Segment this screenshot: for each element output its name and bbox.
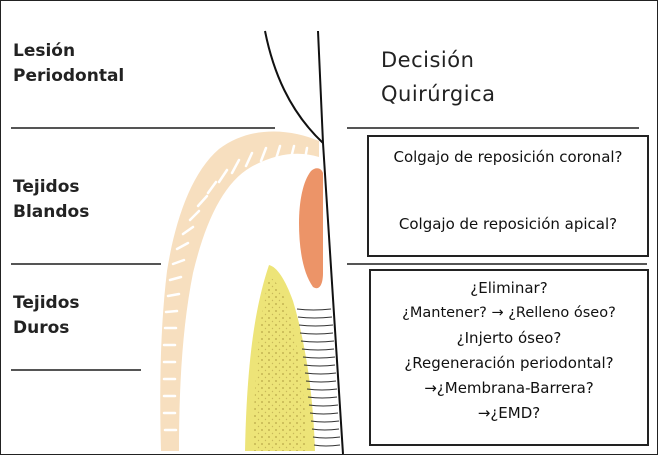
inflamed-tissue [299,168,323,288]
hard-option-membrana: →¿Membrana-Barrera? [371,376,647,401]
hard-option-regeneracion: ¿Regeneración periodontal? [371,351,647,376]
hard-option-emd: →¿EMD? [371,401,647,426]
hard-option-mantener: ¿Mantener? → ¿Relleno óseo? [371,301,647,326]
soft-option-apical: Colgajo de reposición apical? [369,212,647,237]
hard-tissue-decision-box: ¿Eliminar? ¿Mantener? → ¿Relleno óseo? ¿… [369,269,649,446]
soft-tissue-decision-box: Colgajo de reposición coronal? Colgajo d… [367,135,649,257]
hard-option-injerto: ¿Injerto óseo? [371,326,647,351]
heading-decision-quirurgica: Decisión Quirúrgica [381,45,495,110]
tooth-crown-line [265,31,323,143]
soft-option-coronal: Colgajo de reposición coronal? [369,145,647,170]
hard-option-eliminar: ¿Eliminar? [371,276,647,301]
heading-line2: Quirúrgica [381,79,495,110]
heading-line1: Decisión [381,45,495,76]
